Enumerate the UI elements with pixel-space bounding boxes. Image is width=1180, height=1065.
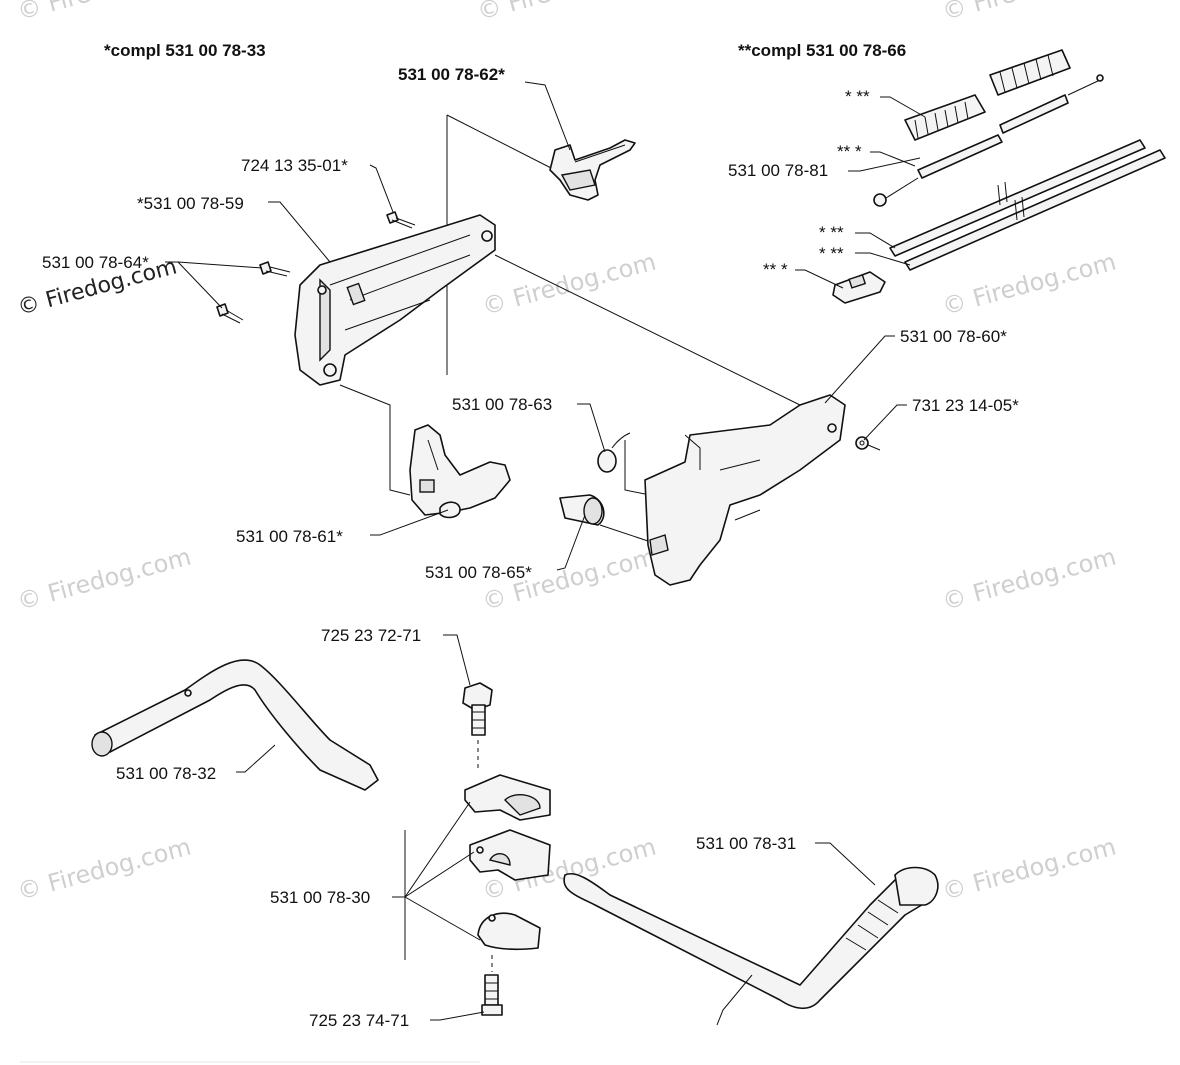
callout-725-23-74-71: 725 23 74-71 bbox=[309, 1011, 409, 1030]
header-left-assembly: *compl 531 00 78-33 bbox=[104, 41, 266, 60]
callout-stars-1: * ** bbox=[845, 87, 870, 106]
clamp-middle bbox=[469, 829, 551, 881]
callouts: 531 00 78-62* 724 13 35-01* *531 00 78-5… bbox=[42, 65, 1019, 1030]
watermark: © Firedog.com bbox=[14, 833, 194, 906]
callout-531-00-78-60: 531 00 78-60* bbox=[900, 327, 1007, 346]
handle-left-half bbox=[294, 214, 496, 386]
callout-531-00-78-59: *531 00 78-59 bbox=[137, 194, 244, 213]
callout-531-00-78-62: 531 00 78-62* bbox=[398, 65, 505, 84]
header-right-assembly: **compl 531 00 78-66 bbox=[738, 41, 906, 60]
watermark: © Firedog.com bbox=[14, 543, 194, 616]
watermark: © Firedog.com bbox=[14, 0, 194, 26]
clamp-bottom bbox=[477, 912, 541, 951]
leader-lines bbox=[165, 81, 926, 1026]
handle-right-half bbox=[644, 394, 846, 586]
trigger-531-00-78-62 bbox=[549, 139, 636, 201]
callout-724-13-35-01: 724 13 35-01* bbox=[241, 156, 348, 175]
watermark: © Firedog.com bbox=[939, 833, 1119, 906]
watermark: © Firedog.com bbox=[939, 543, 1119, 616]
cable-assembly bbox=[832, 49, 1166, 304]
watermark: © Firedog.com bbox=[474, 0, 654, 26]
callout-531-00-78-32: 531 00 78-32 bbox=[116, 764, 216, 783]
callout-531-00-78-30: 531 00 78-30 bbox=[270, 888, 370, 907]
callout-531-00-78-31: 531 00 78-31 bbox=[696, 834, 796, 853]
callout-531-00-78-81: 531 00 78-81 bbox=[728, 161, 828, 180]
watermark: © Firedog.com bbox=[939, 0, 1119, 26]
screw-531-00-78-64 bbox=[216, 261, 291, 324]
throttle-lever-531-00-78-61 bbox=[409, 424, 511, 519]
watermark: © Firedog.com bbox=[939, 248, 1119, 321]
callout-531-00-78-64: 531 00 78-64* bbox=[42, 253, 149, 272]
handlebar-531-00-78-32 bbox=[91, 659, 379, 791]
callout-stars-4: * ** bbox=[819, 244, 844, 263]
handlebar-531-00-78-31 bbox=[563, 866, 939, 1010]
callout-531-00-78-63: 531 00 78-63 bbox=[452, 395, 552, 414]
callout-stars-2: ** * bbox=[837, 142, 862, 161]
callout-stars-5: ** * bbox=[763, 260, 788, 279]
bolt-725-23-72-71 bbox=[462, 682, 493, 770]
button-531-00-78-65 bbox=[559, 494, 605, 526]
callout-531-00-78-61: 531 00 78-61* bbox=[236, 527, 343, 546]
callout-731-23-14-05: 731 23 14-05* bbox=[912, 396, 1019, 415]
callout-531-00-78-65: 531 00 78-65* bbox=[425, 563, 532, 582]
callout-725-23-72-71: 725 23 72-71 bbox=[321, 626, 421, 645]
watermark: © Firedog.com bbox=[479, 248, 659, 321]
bolt-725-23-74-71 bbox=[481, 955, 503, 1016]
clamp-top bbox=[464, 774, 551, 821]
screw-724-13-35-01 bbox=[386, 211, 416, 229]
callout-stars-3: * ** bbox=[819, 223, 844, 242]
spring-531-00-78-63 bbox=[597, 432, 631, 473]
nut-731-23-14-05 bbox=[855, 436, 881, 451]
